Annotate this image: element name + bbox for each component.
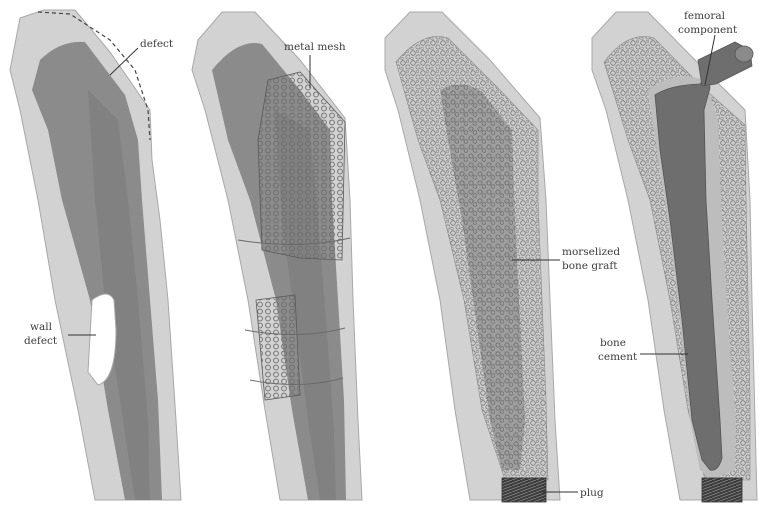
plug-c <box>502 478 546 502</box>
graft-label-line2: bone graft <box>562 260 618 272</box>
panel-c: morselized bone graft plug <box>385 12 620 502</box>
panel-a: defect wall defect <box>10 10 181 500</box>
trunnion-taper <box>735 46 753 62</box>
wall-defect-label-line1: wall <box>30 321 53 333</box>
defect-label: defect <box>140 38 174 50</box>
panel-b: metal mesh <box>192 12 362 500</box>
bone-cement-label-line2: cement <box>598 351 638 363</box>
metal-mesh-label: metal mesh <box>284 41 346 53</box>
wall-defect-label-line2: defect <box>24 335 58 347</box>
metal-mesh-upper <box>258 72 345 260</box>
femoral-component-label-line1: femoral <box>684 10 726 22</box>
plug-d <box>702 478 742 502</box>
plug-label: plug <box>580 487 604 499</box>
graft-label-line1: morselized <box>562 246 620 258</box>
femoral-component-label-line2: component <box>678 24 738 36</box>
bone-cement-label-line1: bone <box>600 337 626 349</box>
